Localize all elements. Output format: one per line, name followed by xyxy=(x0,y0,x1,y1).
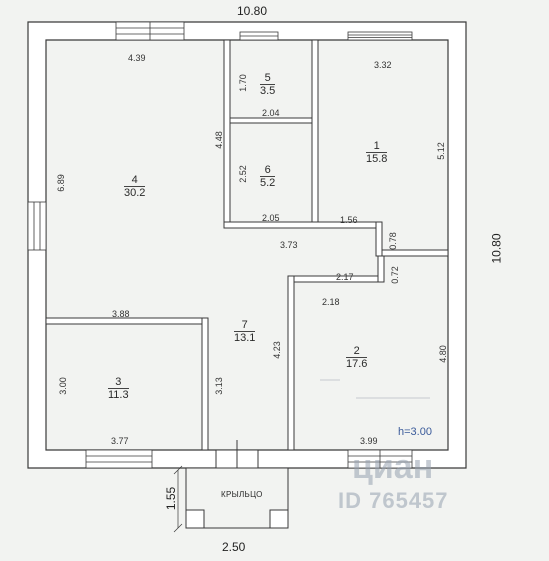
dim-porch-depth: 1.55 xyxy=(164,486,179,511)
dim-room3-left: 3.00 xyxy=(57,377,68,395)
wall-details xyxy=(320,379,430,399)
dim-room5-height: 1.70 xyxy=(237,74,248,92)
window-top-right xyxy=(347,31,413,41)
dim-door-078: 0.78 xyxy=(387,232,398,250)
dim-porch-width: 2.50 xyxy=(222,540,246,554)
room-number: 7 xyxy=(234,319,256,332)
room-area: 17.6 xyxy=(346,358,368,370)
entrance xyxy=(173,440,289,533)
room-6-label: 6 5.2 xyxy=(260,164,276,190)
room-area: 11.3 xyxy=(108,389,129,401)
dim-room1-top: 3.32 xyxy=(374,60,392,70)
dim-door-072: 0.72 xyxy=(389,266,400,284)
window-bottom-right xyxy=(347,449,413,469)
dim-room7-left: 4.23 xyxy=(271,341,282,359)
room-number: 5 xyxy=(260,72,276,85)
dim-room2-inner: 2.18 xyxy=(322,297,340,307)
dim-room1-right: 5.12 xyxy=(435,142,446,160)
room-3-label: 3 11.3 xyxy=(108,376,129,402)
room-area: 13.1 xyxy=(234,332,256,344)
porch-label: КРЫЛЬЦО xyxy=(221,490,263,499)
dim-room4-left: 6.89 xyxy=(55,174,66,192)
room-4-label: 4 30.2 xyxy=(124,174,146,200)
dim-room2-right: 4.80 xyxy=(437,345,448,363)
room-number: 6 xyxy=(260,164,276,177)
dim-partition: 4.48 xyxy=(213,131,224,149)
window-left xyxy=(27,201,47,251)
dim-room6-width: 2.05 xyxy=(262,213,280,223)
window-top-middle xyxy=(239,31,279,41)
room-area: 30.2 xyxy=(124,187,146,199)
dim-room5-width: 2.04 xyxy=(262,108,280,118)
dim-corridor: 3.73 xyxy=(280,240,298,250)
room-5-label: 5 3.5 xyxy=(260,72,276,98)
windows xyxy=(27,21,413,469)
dim-right-height: 10.80 xyxy=(489,233,504,264)
room-area: 15.8 xyxy=(366,153,388,165)
dim-room3-right: 3.13 xyxy=(213,377,224,395)
watermark-id: ID 765457 xyxy=(338,488,449,513)
room-1-label: 1 15.8 xyxy=(366,140,388,166)
ceiling-height-note: h=3.00 xyxy=(398,426,432,438)
dim-room6-height: 2.52 xyxy=(237,165,248,183)
room-number: 1 xyxy=(366,140,388,153)
dim-room2-top: 2.17 xyxy=(336,272,354,282)
room-number: 2 xyxy=(346,345,368,358)
dim-room1-bottom: 1.56 xyxy=(340,215,358,225)
room-number: 4 xyxy=(124,174,146,187)
room-area: 3.5 xyxy=(260,85,276,97)
interior-walls xyxy=(45,39,449,451)
window-top-left xyxy=(115,21,185,41)
dim-room4-top: 4.39 xyxy=(128,53,146,63)
dim-top-width: 10.80 xyxy=(237,4,268,18)
dim-room3-top: 3.88 xyxy=(112,309,130,319)
dim-room3-bottom: 3.77 xyxy=(111,436,129,446)
window-bottom-left xyxy=(85,449,153,469)
room-7-label: 7 13.1 xyxy=(234,319,256,345)
room-number: 3 xyxy=(108,376,129,389)
room-area: 5.2 xyxy=(260,177,276,189)
room-2-label: 2 17.6 xyxy=(346,345,368,371)
watermark-brand: циан xyxy=(352,448,434,486)
dim-room2-bottom: 3.99 xyxy=(360,436,378,446)
